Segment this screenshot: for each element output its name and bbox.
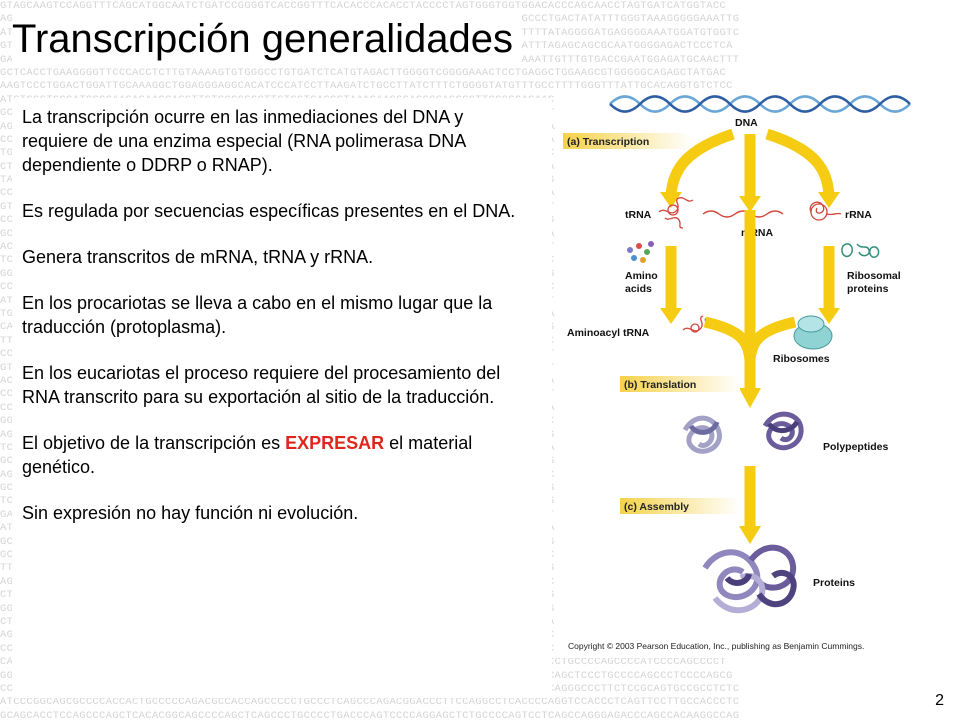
paragraph-conclusion: Sin expresión no hay función ni evolució… [22,503,359,523]
objective-text-start: El objetivo de la transcripción es [22,433,286,453]
polypeptides-icon [682,411,804,454]
paragraph-prokaryotes: En los procariotas se lleva a cabo en el… [22,293,493,337]
stage-bar-translation [620,376,740,392]
label-ribosomal-2: proteins [847,283,889,295]
label-aminoacyl-trna: Aminoacyl tRNA [567,327,650,339]
objective-text-end: el material genético. [22,433,473,477]
proteins-complex-icon [702,544,797,614]
page-number: 2 [933,692,946,710]
merge-arrows [703,210,797,390]
paragraph-rnap: La transcripción ocurre en las inmediaci… [22,107,466,175]
ribosome-icon [793,315,833,350]
label-polypeptides: Polypeptides [823,441,889,453]
slide-title: Transcripción generalidades [12,14,522,64]
label-trna: tRNA [625,209,652,221]
transcription-arrowheads [660,192,840,212]
translation-arrowhead [739,388,761,408]
label-ribosomes: Ribosomes [773,353,830,365]
label-proteins: Proteins [813,577,855,589]
label-rrna: rRNA [845,209,872,221]
mrna-strand-icon [702,210,784,218]
label-stage-assembly: (c) Assembly [624,501,689,513]
dna-helix-icon [609,95,911,113]
stage-bar-assembly [620,498,740,514]
sequence-line: GCTCACCTGAAGGGGTTCCCACCTCTTGTAAAAGTGTGGG… [0,66,727,79]
label-stage-translation: (b) Translation [624,379,696,391]
paragraph-regulation: Es regulada por secuencias específicas p… [22,201,516,221]
ribosomal-proteins-icon [841,243,880,259]
label-amino-1: Amino [625,270,658,282]
figure-diagram: DNA (a) Transcription tRNA mRNA [563,95,911,614]
label-stage-transcription: (a) Transcription [567,136,649,148]
transcription-arrows [665,128,835,198]
text-panel [12,98,552,698]
gene-expression-figure: DNA (a) Transcription tRNA mRNA [555,90,930,658]
paragraph-transcripts: Genera transcritos de mRNA, tRNA y rRNA. [22,247,374,267]
figure-copyright: Copyright © 2003 Pearson Education, Inc.… [568,641,865,651]
assembly-arrowhead [739,526,761,544]
label-ribosomal-1: Ribosomal [847,270,901,282]
label-dna: DNA [735,117,758,129]
sequence-line: GCAGCACCTCCAGCCCAGCTCACACGGCAGCCCCAGCTCA… [0,709,740,720]
label-amino-2: acids [625,283,652,295]
trna-icon [658,197,694,229]
objective-emphasis: EXPRESAR [285,433,385,453]
paragraph-eukaryotes: En los eucariotas el proceso requiere de… [22,363,501,407]
slide-body: La transcripción ocurre en las inmediaci… [22,105,522,547]
stage-bar-transcription [563,133,693,149]
side-arrows [665,246,835,312]
paragraph-objective: El objetivo de la transcripción es EXPRE… [22,431,522,479]
sequence-line: ATCCCGGCAGCGCCCCACCACTGCCCCCAGACGCCACCAG… [0,696,740,709]
sequence-line: GTAGCAAGTCCAGGTTTCAGCATGGCAATCTGATCCGGGG… [0,0,727,12]
amino-acids-icon [627,241,654,263]
sequence-line: AAGTCCCTGGACTGGATTGCAAAGGCTGGAGGGAGGCACA… [0,80,733,93]
side-arrowheads [660,308,840,324]
rrna-icon [809,201,842,221]
